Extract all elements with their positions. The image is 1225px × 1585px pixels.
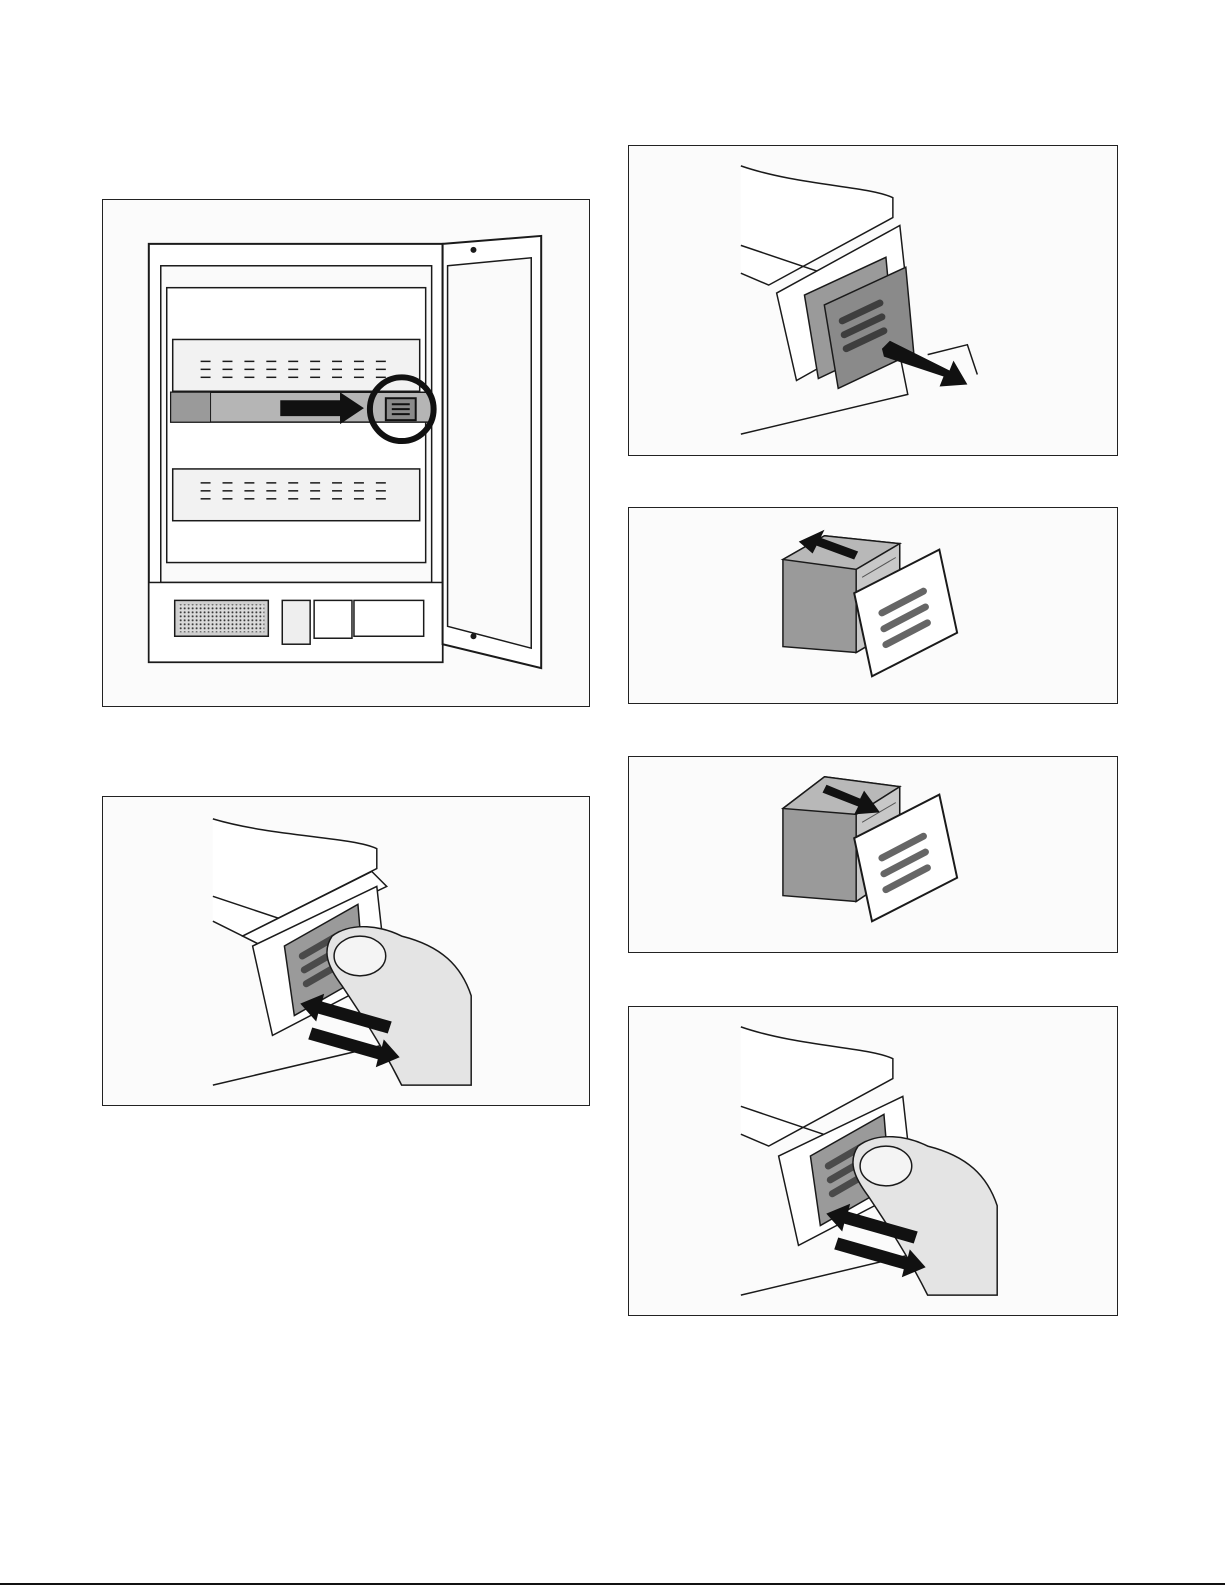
figure-push-filter-in xyxy=(628,1006,1118,1316)
filter-removed-illustration xyxy=(629,508,1117,703)
finger-pushing-filter-illustration xyxy=(629,1007,1117,1315)
figure-refrigerator-overview xyxy=(102,199,590,707)
finger-pressing-filter-illustration xyxy=(103,797,589,1105)
figure-insert-new-filter xyxy=(628,756,1118,953)
figure-remove-filter-from-cover xyxy=(628,507,1118,704)
figure-pull-out-filter xyxy=(628,145,1118,456)
filter-inserted-illustration xyxy=(629,757,1117,952)
figure-press-filter xyxy=(102,796,590,1106)
filter-pulled-out-illustration xyxy=(629,146,1117,455)
refrigerator-open-door-illustration xyxy=(103,200,589,706)
